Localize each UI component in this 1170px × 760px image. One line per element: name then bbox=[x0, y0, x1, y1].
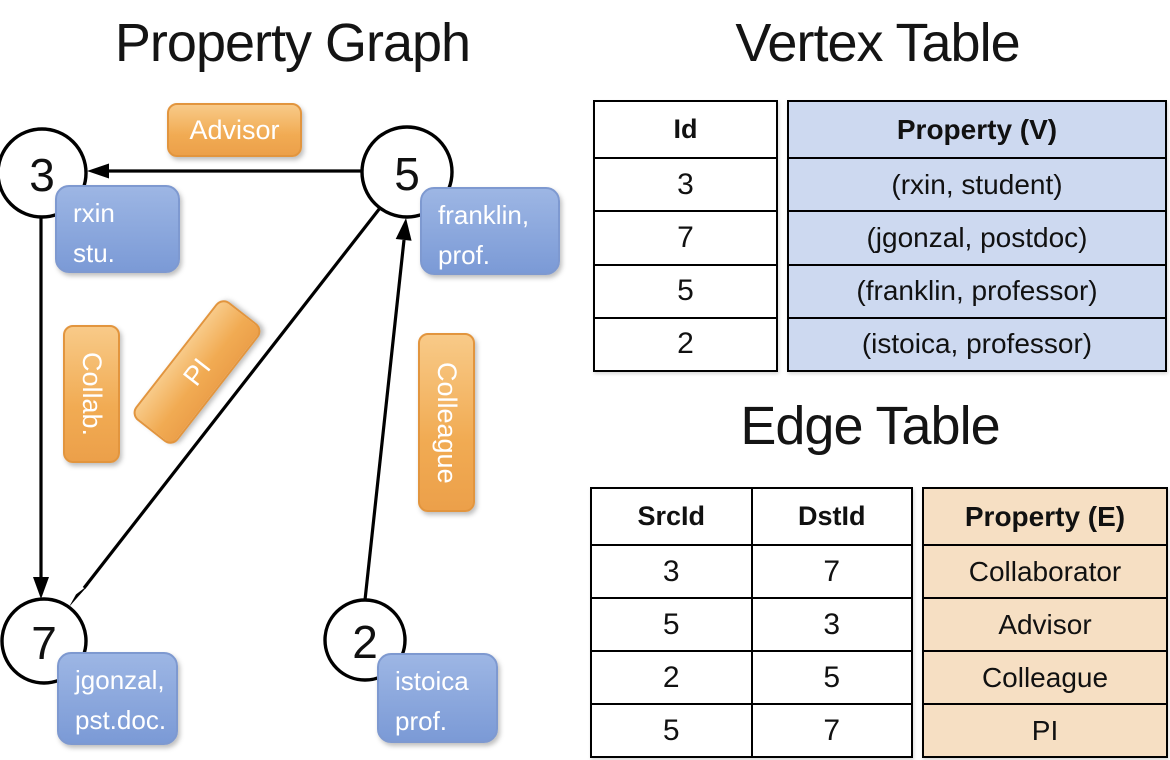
vertex-table-id-header: Id bbox=[673, 114, 698, 144]
edge-property-cell: Collaborator bbox=[968, 555, 1122, 587]
edge-table-srcid-header: SrcId bbox=[637, 501, 706, 531]
vertex-table-id-column: Id 3 7 5 2 bbox=[593, 100, 778, 372]
vertex-id-cell: 2 bbox=[677, 327, 694, 361]
arrowhead-into-7-diagonal bbox=[69, 584, 89, 607]
table-row: PI bbox=[924, 703, 1166, 756]
edge-table-dstid-header: DstId bbox=[750, 489, 912, 544]
vertex-id-cell: 3 bbox=[677, 167, 694, 201]
table-row: Advisor bbox=[924, 597, 1166, 650]
arrowhead-into-5 bbox=[395, 218, 412, 241]
edge-table-property-column: Property (E) Collaborator Advisor Collea… bbox=[922, 487, 1168, 758]
edge-label-pi-text: PI bbox=[176, 352, 217, 391]
vertex-property-box-7-line1: jgonzal, bbox=[75, 665, 165, 695]
vertex-id-3: 3 bbox=[29, 149, 55, 201]
edge-label-advisor: Advisor bbox=[167, 103, 302, 157]
table-row: 5 bbox=[595, 263, 776, 317]
table-row: Colleague bbox=[924, 650, 1166, 703]
vertex-table-title: Vertex Table bbox=[735, 13, 1020, 73]
table-row: 2 bbox=[595, 316, 776, 370]
vertex-id-cell: 7 bbox=[677, 220, 694, 254]
edge-label-colleague-text: Colleague bbox=[432, 361, 462, 484]
table-row: 2 5 bbox=[592, 650, 911, 703]
edge-property-cell: Colleague bbox=[981, 661, 1109, 693]
edge-srcid-cell: 2 bbox=[662, 660, 680, 694]
arrowheads bbox=[33, 163, 412, 607]
vertex-property-box-5-line2: prof. bbox=[438, 240, 491, 271]
vertex-property-box-5: franklin, prof. bbox=[420, 187, 560, 275]
edge-dstid-cell: 7 bbox=[750, 705, 912, 756]
table-row: 5 3 bbox=[592, 597, 911, 650]
edge-5-7-line bbox=[82, 207, 382, 589]
table-row: 3 7 bbox=[592, 544, 911, 597]
property-graph-canvas bbox=[0, 125, 454, 685]
vertex-property-box-2-line2: prof. bbox=[395, 706, 448, 737]
vertex-property-box-2: istoica prof. bbox=[377, 653, 498, 743]
edge-2-5-line bbox=[363, 239, 406, 601]
table-row: (franklin, professor) bbox=[789, 263, 1165, 317]
edge-srcid-cell: 5 bbox=[662, 607, 680, 641]
edge-label-collab: Collab. bbox=[63, 325, 120, 463]
edge-table-property-header: Property (E) bbox=[964, 500, 1126, 532]
vertex-table-property-header: Property (V) bbox=[896, 113, 1058, 145]
vertex-table-property-header-row: Property (V) bbox=[789, 102, 1165, 157]
edge-srcid-cell: 5 bbox=[662, 713, 680, 747]
property-graph-title: Property Graph bbox=[114, 13, 471, 73]
vertex-id-2: 2 bbox=[352, 616, 378, 668]
vertex-id-7: 7 bbox=[31, 617, 57, 669]
edge-dstid-cell: 3 bbox=[750, 599, 912, 650]
vertex-property-box-3-line2: stu. bbox=[73, 238, 115, 269]
vertex-property-box-3-line1: rxin bbox=[73, 198, 115, 228]
table-row: 5 7 bbox=[592, 703, 911, 756]
edge-dstid-cell: 7 bbox=[750, 546, 912, 597]
vertex-property-box-7: jgonzal, pst.doc. bbox=[57, 652, 178, 745]
table-row: 7 bbox=[595, 210, 776, 263]
edge-lines bbox=[39, 169, 406, 601]
vertex-property-box-2-line1: istoica bbox=[395, 666, 469, 696]
edge-table-id-header-row: SrcId DstId bbox=[592, 489, 911, 544]
vertex-property-box-3: rxin stu. bbox=[55, 185, 180, 273]
edge-dstid-cell: 5 bbox=[750, 652, 912, 703]
edge-property-cell: PI bbox=[1031, 714, 1059, 746]
table-row: (istoica, professor) bbox=[789, 316, 1165, 370]
arrowhead-into-3 bbox=[87, 163, 109, 179]
arrowhead-into-7-vertical bbox=[33, 577, 49, 599]
vertex-property-cell: (franklin, professor) bbox=[856, 275, 1098, 307]
vertex-property-box-5-line1: franklin, bbox=[438, 200, 530, 230]
table-row: 3 bbox=[595, 157, 776, 210]
table-row: (jgonzal, postdoc) bbox=[789, 210, 1165, 263]
vertex-id-cell: 5 bbox=[677, 274, 694, 308]
edge-label-advisor-text: Advisor bbox=[189, 114, 280, 145]
vertex-property-cell: (rxin, student) bbox=[891, 168, 1063, 200]
table-row: Collaborator bbox=[924, 544, 1166, 597]
vertex-property-box-7-line2: pst.doc. bbox=[75, 705, 167, 736]
edge-table-id-columns: SrcId DstId 3 7 5 3 2 5 5 7 bbox=[590, 487, 913, 758]
edge-table-property-header-row: Property (E) bbox=[924, 489, 1166, 544]
edge-table-title: Edge Table bbox=[740, 396, 1000, 456]
vertex-property-cell: (jgonzal, postdoc) bbox=[866, 221, 1088, 253]
vertex-id-5: 5 bbox=[394, 148, 420, 200]
edge-srcid-cell: 3 bbox=[662, 554, 680, 588]
vertex-property-cell: (istoica, professor) bbox=[861, 328, 1093, 360]
edge-label-collab-text: Collab. bbox=[77, 351, 107, 437]
table-row: (rxin, student) bbox=[789, 157, 1165, 210]
vertex-table-id-header-row: Id bbox=[595, 102, 776, 157]
edge-property-cell: Advisor bbox=[998, 608, 1092, 640]
vertex-table-property-column: Property (V) (rxin, student) (jgonzal, p… bbox=[787, 100, 1167, 372]
edge-label-colleague: Colleague bbox=[418, 333, 475, 512]
